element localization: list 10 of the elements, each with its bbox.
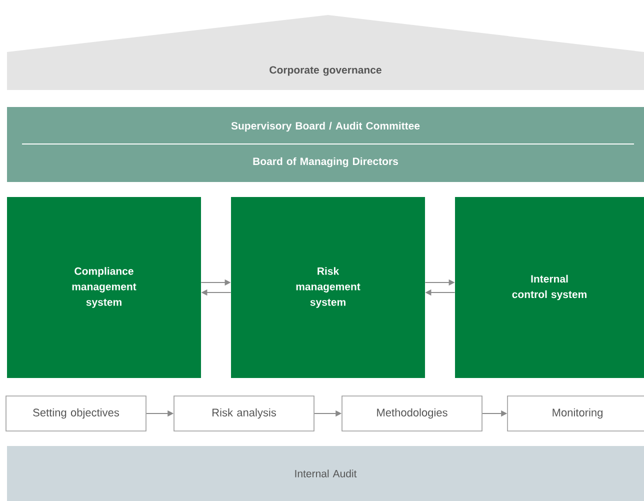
process-box: Methodologies	[342, 396, 482, 432]
process-box: Risk analysis	[174, 396, 314, 432]
system-box: Compliance management system	[7, 197, 201, 378]
system-box: Risk management system	[231, 197, 425, 378]
roof-band: Corporate governance	[7, 15, 644, 90]
management-band: Supervisory Board / Audit Committee Board of Managing Directors	[7, 107, 644, 182]
system-box: Internal control system	[455, 197, 644, 378]
audit-band: Internal Audit	[7, 446, 644, 501]
process-box: Setting objectives	[6, 396, 146, 432]
process-box: Monitoring	[507, 396, 644, 432]
